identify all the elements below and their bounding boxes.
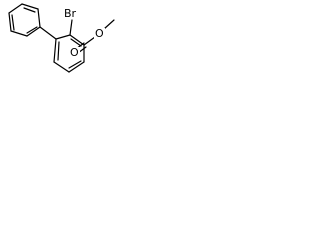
bond-phenyl-top-right-inner [23, 7, 36, 13]
bond-benzene-bottom-left [53, 61, 70, 73]
bond-phenyl-top-left [8, 3, 23, 14]
bond-benzene-top-right-inner [70, 38, 82, 47]
bond-phenyl-left [8, 12, 12, 32]
bond-phenyl-top-right [21, 3, 39, 10]
structure-canvas: Br O O [0, 0, 132, 95]
bond-benzene-bottom-right [68, 61, 85, 73]
bond-benzene-left [53, 38, 57, 63]
bond-phenyl-bottom-right-inner [26, 26, 38, 34]
carbon-bromine-bond [69, 19, 73, 36]
bond-phenyl-bottom-right [26, 26, 41, 37]
biaryl-bond [39, 26, 57, 40]
bond-phenyl-left-inner [11, 14, 15, 31]
carbonyl-oxygen-label: O [69, 46, 80, 59]
oxygen-methyl-bond [103, 19, 115, 30]
ring-to-carbonyl-bond [83, 36, 96, 46]
ester-oxygen-label: O [94, 27, 105, 40]
chemical-structure [8, 3, 115, 73]
bond-benzene-top-left [55, 34, 71, 40]
phenyl-ring [8, 3, 41, 37]
bond-benzene-left-inner [57, 41, 60, 61]
bond-benzene-top-right [69, 34, 85, 46]
bromine-label: Br [64, 7, 77, 20]
substituted-benzene-ring [53, 34, 85, 73]
bond-benzene-bottom-right-inner [68, 60, 82, 69]
bond-phenyl-bottom-left [10, 30, 28, 37]
bond-phenyl-right-upper [37, 8, 41, 28]
